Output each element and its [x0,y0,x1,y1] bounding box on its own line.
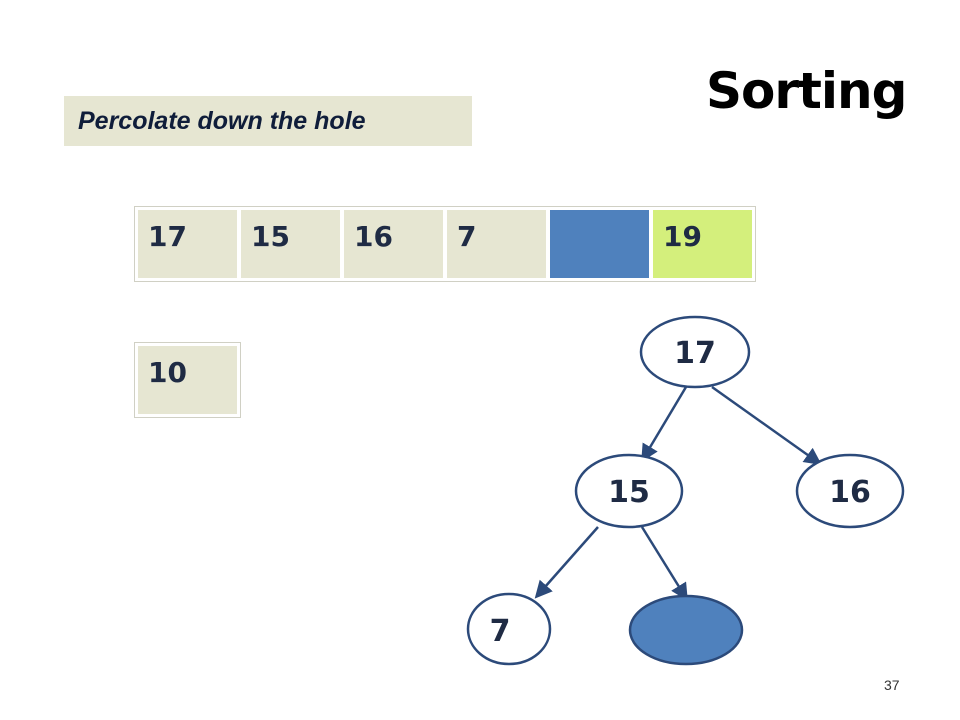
temp-cell: 10 [138,346,237,414]
tree-node-7: 7 [466,592,552,666]
tree-node-17: 17 [639,315,751,389]
array-cell-hole [550,210,649,278]
array-cell-3: 7 [447,210,546,278]
edge-17-16 [711,385,822,466]
caption-text: Percolate down the hole [78,107,366,135]
tree-node-17-label: 17 [674,336,716,371]
tree-node-15: 15 [574,453,684,529]
heap-array: 17 15 16 7 19 [134,206,756,282]
edge-15-7 [534,526,599,599]
edge-17-15 [641,386,688,463]
tree-node-7-label: 7 [490,614,511,649]
edge-15-hole [640,526,688,601]
array-cell-2: 16 [344,210,443,278]
array-cell-0: 17 [138,210,237,278]
tree-node-16: 16 [795,453,905,529]
tree-node-15-label: 15 [608,475,650,510]
tree-node-16-label: 16 [829,475,871,510]
caption-box: Percolate down the hole [64,96,472,146]
tree-node-hole [628,594,744,666]
slide-title: Sorting [706,62,907,120]
array-cell-1: 15 [241,210,340,278]
page-number: 37 [884,677,900,693]
array-cell-sorted: 19 [653,210,752,278]
temp-value-box: 10 [134,342,241,418]
